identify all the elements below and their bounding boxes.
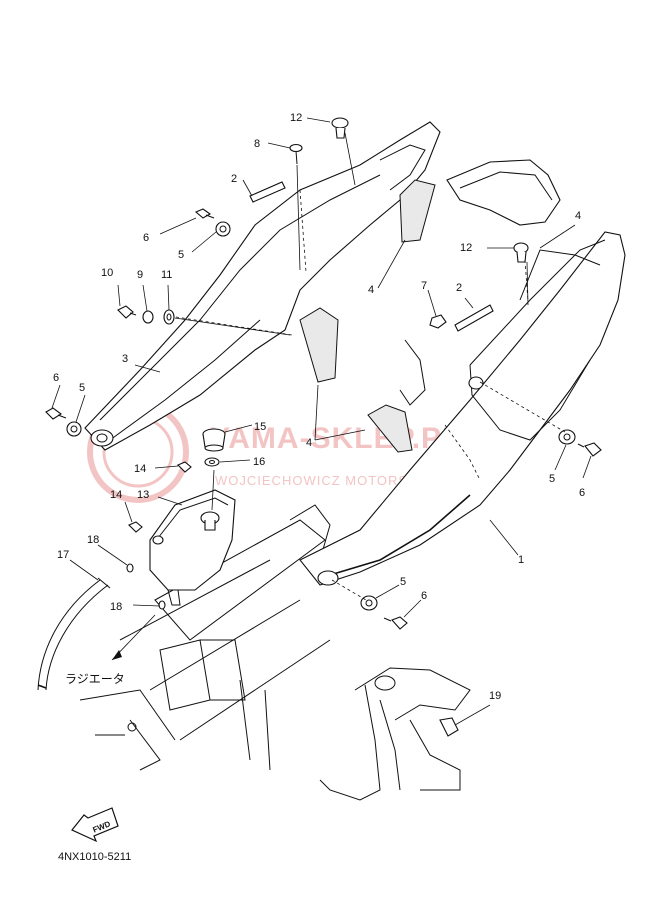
- label-2: 2: [231, 173, 237, 185]
- label-10: 10: [101, 267, 113, 279]
- lower-bracket-assembly: [319, 667, 471, 801]
- watermark-brand: YAMA-SKLEP.PL: [210, 422, 461, 455]
- label-14: 14: [134, 463, 146, 475]
- label-6: 6: [579, 487, 585, 499]
- radiator-note: ラジエータ: [65, 672, 125, 686]
- damper-block-4: [299, 179, 436, 453]
- hose-17: [37, 577, 111, 691]
- label-12: 12: [290, 112, 302, 124]
- left-side-cover-3: [84, 121, 441, 451]
- label-8: 8: [254, 138, 260, 150]
- label-4: 4: [306, 437, 312, 449]
- label-3: 3: [122, 353, 128, 365]
- rear-seat-section: [446, 159, 561, 226]
- label-12: 12: [460, 242, 472, 254]
- leader-lines: [51, 117, 592, 726]
- part-number-labels: 12 8 2 6 5 10 9 11 4 4 12 7 2 3 6 5 15 4…: [53, 112, 585, 702]
- label-11: 11: [161, 269, 172, 281]
- label-2: 2: [456, 282, 462, 294]
- label-17: 17: [57, 549, 69, 561]
- label-6: 6: [143, 232, 149, 244]
- label-16: 16: [253, 456, 265, 468]
- label-5: 5: [549, 473, 555, 485]
- label-7: 7: [421, 280, 427, 292]
- label-18: 18: [87, 534, 99, 546]
- right-side-cover-1: [299, 231, 626, 586]
- label-5: 5: [178, 249, 184, 261]
- label-18: 18: [110, 601, 122, 613]
- label-4: 4: [368, 284, 374, 296]
- label-13: 13: [137, 489, 149, 501]
- drawing-code: 4NX1010-5211: [58, 851, 131, 863]
- forward-arrow-icon: FWD: [71, 807, 119, 843]
- label-6: 6: [53, 372, 59, 384]
- label-9: 9: [137, 269, 143, 281]
- label-1: 1: [518, 554, 524, 566]
- label-6: 6: [421, 590, 427, 602]
- washer-16: [204, 457, 220, 467]
- frame-drawing: [79, 504, 331, 771]
- label-5: 5: [79, 382, 85, 394]
- label-15: 15: [254, 421, 266, 433]
- label-5: 5: [400, 576, 406, 588]
- label-19: 19: [489, 690, 501, 702]
- tank-cap-15: [202, 428, 226, 452]
- coolant-reservoir-13: [149, 489, 236, 606]
- label-14: 14: [110, 489, 122, 501]
- label-4: 4: [575, 210, 581, 222]
- bolts-and-collars: [45, 117, 602, 630]
